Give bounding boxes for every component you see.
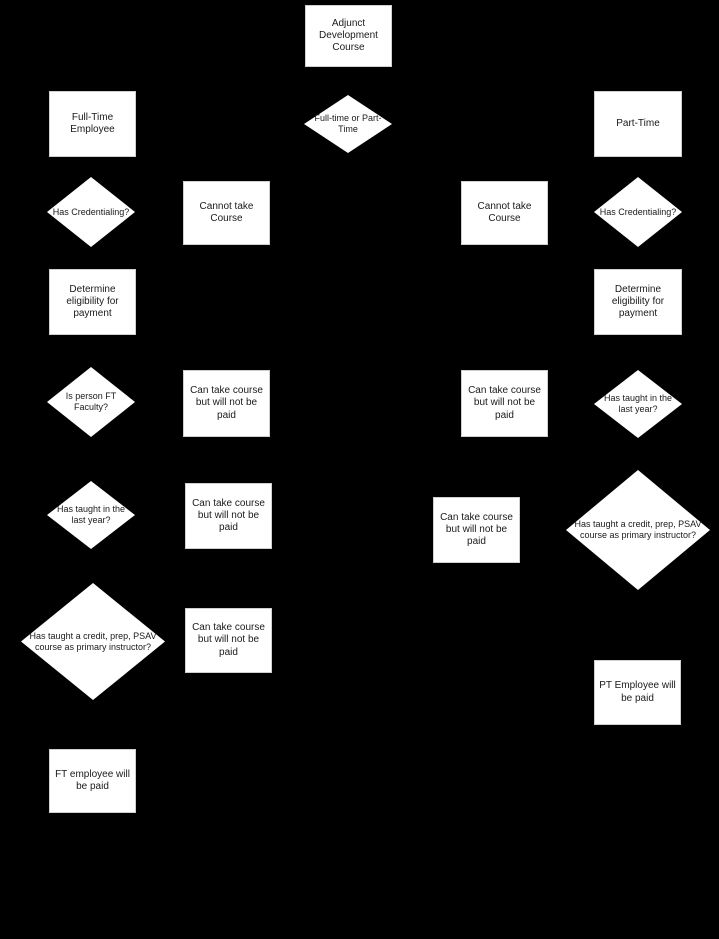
node-pt-has-taught-last-year-decision[interactable]: Has taught in the last year? bbox=[594, 370, 682, 438]
node-label: Cannot take Course bbox=[477, 200, 532, 224]
node-label: Has Credentialing? bbox=[52, 206, 130, 217]
node-is-person-ft-faculty-decision[interactable]: Is person FT Faculty? bbox=[47, 367, 135, 437]
node-part-time[interactable]: Part-Time bbox=[594, 91, 682, 157]
node-pt-can-take-not-paid-2[interactable]: Can take course but will not be paid bbox=[433, 497, 520, 563]
node-ft-can-take-not-paid-1[interactable]: Can take course but will not be paid bbox=[183, 370, 270, 437]
node-label: Has taught in the last year? bbox=[603, 393, 673, 414]
node-pt-has-credentialing-decision[interactable]: Has Credentialing? bbox=[594, 177, 682, 247]
node-pt-can-take-not-paid-1[interactable]: Can take course but will not be paid bbox=[461, 370, 548, 437]
diamond-shape bbox=[594, 370, 682, 438]
node-pt-determine-eligibility[interactable]: Determine eligibility for payment bbox=[594, 269, 682, 335]
node-label: Has taught a credit, prep, PSAV course a… bbox=[574, 519, 702, 540]
diamond-shape bbox=[47, 367, 135, 437]
node-ft-has-credentialing-decision[interactable]: Has Credentialing? bbox=[47, 177, 135, 247]
node-ft-employee-will-be-paid[interactable]: FT employee will be paid bbox=[49, 749, 136, 813]
node-label: Has Credentialing? bbox=[599, 206, 677, 217]
node-ft-can-take-not-paid-3[interactable]: Can take course but will not be paid bbox=[185, 608, 272, 673]
node-pt-cannot-take-course[interactable]: Cannot take Course bbox=[461, 181, 548, 245]
diamond-shape bbox=[47, 481, 135, 549]
diamond-shape bbox=[594, 177, 682, 247]
node-full-time-employee[interactable]: Full-Time Employee bbox=[49, 91, 136, 157]
node-label: PT Employee will be paid bbox=[599, 680, 676, 704]
diamond-shape bbox=[566, 470, 710, 590]
node-label: Determine eligibility for payment bbox=[611, 283, 665, 320]
node-ft-determine-eligibility[interactable]: Determine eligibility for payment bbox=[49, 269, 136, 335]
node-label: Full-Time Employee bbox=[70, 111, 115, 135]
node-ft-can-take-not-paid-2[interactable]: Can take course but will not be paid bbox=[185, 483, 272, 549]
node-label: Can take course but will not be paid bbox=[440, 511, 513, 548]
node-label: Can take course but will not be paid bbox=[190, 385, 263, 421]
diamond-shape bbox=[47, 177, 135, 247]
node-pt-employee-will-be-paid[interactable]: PT Employee will be paid bbox=[594, 660, 681, 725]
node-label: Can take course but will not be paid bbox=[192, 497, 265, 534]
node-label: Has taught in the last year? bbox=[56, 504, 126, 525]
node-adjunct-development-course[interactable]: Adjunct Development Course bbox=[305, 5, 392, 67]
node-ft-has-taught-last-year-decision[interactable]: Has taught in the last year? bbox=[47, 481, 135, 549]
node-label: FT employee will be paid bbox=[55, 768, 130, 792]
node-ft-cannot-take-course[interactable]: Cannot take Course bbox=[183, 181, 270, 245]
node-label: Can take course but will not be paid bbox=[192, 622, 265, 658]
diamond-shape bbox=[21, 583, 165, 700]
node-full-time-or-part-time-decision[interactable]: Full-time or Part-Time bbox=[304, 95, 392, 153]
node-label: Cannot take Course bbox=[199, 200, 254, 224]
node-label: Has taught a credit, prep, PSAV course a… bbox=[29, 630, 157, 652]
node-label: Is person FT Faculty? bbox=[65, 391, 117, 412]
node-label: Determine eligibility for payment bbox=[66, 283, 119, 320]
node-ft-has-taught-psav-decision[interactable]: Has taught a credit, prep, PSAV course a… bbox=[21, 583, 165, 700]
node-label: Full-time or Part-Time bbox=[314, 113, 382, 134]
node-label: Adjunct Development Course bbox=[319, 17, 378, 54]
node-pt-has-taught-psav-decision[interactable]: Has taught a credit, prep, PSAV course a… bbox=[566, 470, 710, 590]
node-label: Can take course but will not be paid bbox=[468, 385, 541, 421]
diamond-shape bbox=[304, 95, 392, 153]
node-label: Part-Time bbox=[616, 117, 660, 129]
